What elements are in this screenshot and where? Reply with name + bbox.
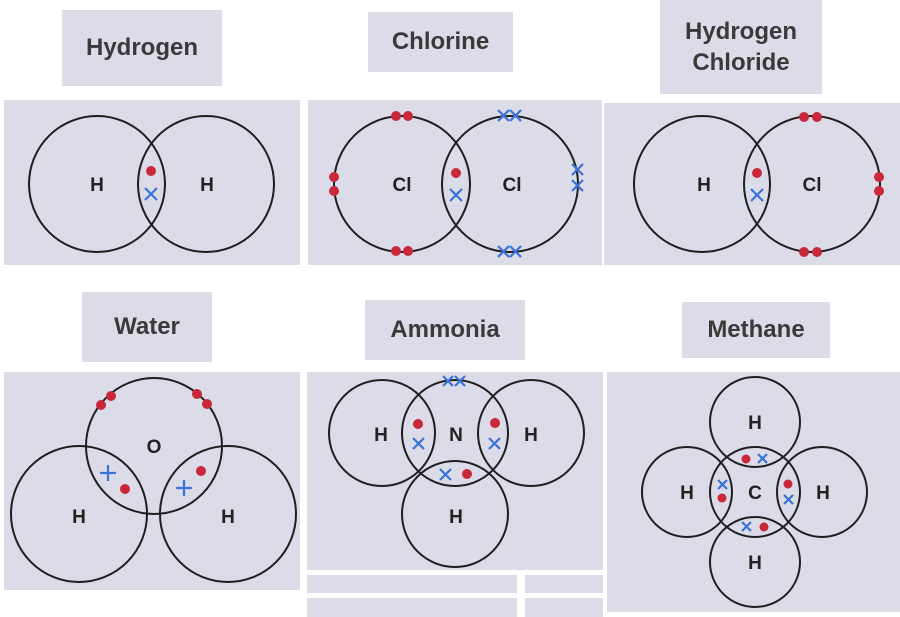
electron-dot	[741, 454, 751, 464]
diagram-hydrogen: H H	[4, 100, 300, 265]
diagram-chlorine: Cl Cl	[308, 100, 602, 265]
electron-dot	[106, 391, 116, 401]
atom-shell	[401, 379, 509, 487]
atom-shell	[709, 376, 801, 468]
atom-symbol: H	[200, 175, 214, 196]
electron-dot	[120, 484, 130, 494]
electron-cross	[717, 479, 728, 490]
atom-shell	[709, 446, 801, 538]
electron-cross	[741, 521, 752, 532]
atom-symbol: H	[449, 507, 463, 528]
atom-shell	[477, 379, 585, 487]
title-methane: Methane	[682, 302, 830, 358]
electron-dot	[96, 400, 106, 410]
diagram-water: O H H	[4, 372, 300, 590]
atom-symbol: N	[449, 425, 463, 446]
atom-symbol: H	[748, 413, 762, 434]
electron-cross	[176, 480, 192, 496]
electron-cross	[439, 468, 452, 481]
electron-cross	[497, 245, 522, 258]
electron-dot	[812, 112, 822, 122]
electron-cross	[488, 437, 501, 450]
electron-dot	[799, 112, 809, 122]
electron-dot	[874, 186, 884, 196]
title-chlorine: Chlorine	[368, 12, 513, 72]
diagram-hydrogen-chloride: H Cl	[604, 103, 900, 265]
atom-shell	[633, 115, 771, 253]
electron-dot	[329, 186, 339, 196]
atom-symbol: H	[374, 425, 388, 446]
atom-symbol: H	[748, 553, 762, 574]
atom-symbol: H	[72, 507, 86, 528]
electron-dot	[799, 247, 809, 257]
electron-dot	[329, 172, 339, 182]
atom-shell	[28, 115, 166, 253]
atom-shell	[641, 446, 733, 538]
atom-symbol: H	[524, 425, 538, 446]
electron-dot	[403, 111, 413, 121]
electron-dot	[413, 419, 423, 429]
electron-dot	[192, 389, 202, 399]
atom-shell	[709, 516, 801, 608]
electron-cross	[100, 465, 116, 481]
background-block	[307, 575, 517, 593]
atom-shell	[10, 445, 148, 583]
electron-dot	[403, 246, 413, 256]
electron-dot	[759, 522, 769, 532]
electron-dot	[451, 168, 461, 178]
atom-shell	[137, 115, 275, 253]
electron-dot	[717, 493, 727, 503]
electron-dot	[462, 469, 472, 479]
atom-symbol: H	[816, 483, 830, 504]
electron-dot	[146, 166, 156, 176]
atom-shell	[333, 115, 471, 253]
atom-shell	[328, 379, 436, 487]
electron-cross	[144, 187, 158, 201]
electron-dot	[490, 418, 500, 428]
electron-cross	[783, 494, 794, 505]
atom-shell	[159, 445, 297, 583]
background-block	[307, 598, 517, 617]
atom-shell	[776, 446, 868, 538]
atom-symbol: H	[221, 507, 235, 528]
atom-symbol: Cl	[803, 175, 822, 196]
electron-cross	[412, 437, 425, 450]
background-block	[525, 575, 603, 593]
electron-dot	[783, 479, 793, 489]
atom-symbol: C	[748, 483, 762, 504]
title-hydrogen-chloride: Hydrogen Chloride	[660, 0, 822, 94]
atom-symbol: Cl	[503, 175, 522, 196]
electron-dot	[202, 399, 212, 409]
title-water: Water	[82, 292, 212, 362]
electron-cross	[750, 188, 764, 202]
atom-symbol: O	[147, 437, 162, 458]
electron-cross	[757, 453, 768, 464]
electron-dot	[391, 111, 401, 121]
atom-symbol: H	[680, 483, 694, 504]
atom-symbol: H	[90, 175, 104, 196]
electron-cross	[571, 163, 584, 192]
electron-cross	[497, 109, 522, 122]
electron-dot	[812, 247, 822, 257]
electron-dot	[752, 168, 762, 178]
background-block	[525, 598, 603, 617]
diagram-ammonia: H N H H	[307, 372, 603, 570]
atom-symbol: Cl	[393, 175, 412, 196]
electron-cross	[449, 188, 463, 202]
title-hydrogen: Hydrogen	[62, 10, 222, 86]
electron-cross	[442, 375, 466, 387]
atom-shell	[401, 460, 509, 568]
electron-dot	[391, 246, 401, 256]
atom-symbol: H	[697, 175, 711, 196]
diagram-methane: H H C H H	[607, 372, 900, 612]
electron-dot	[874, 172, 884, 182]
electron-dot	[196, 466, 206, 476]
title-ammonia: Ammonia	[365, 300, 525, 360]
